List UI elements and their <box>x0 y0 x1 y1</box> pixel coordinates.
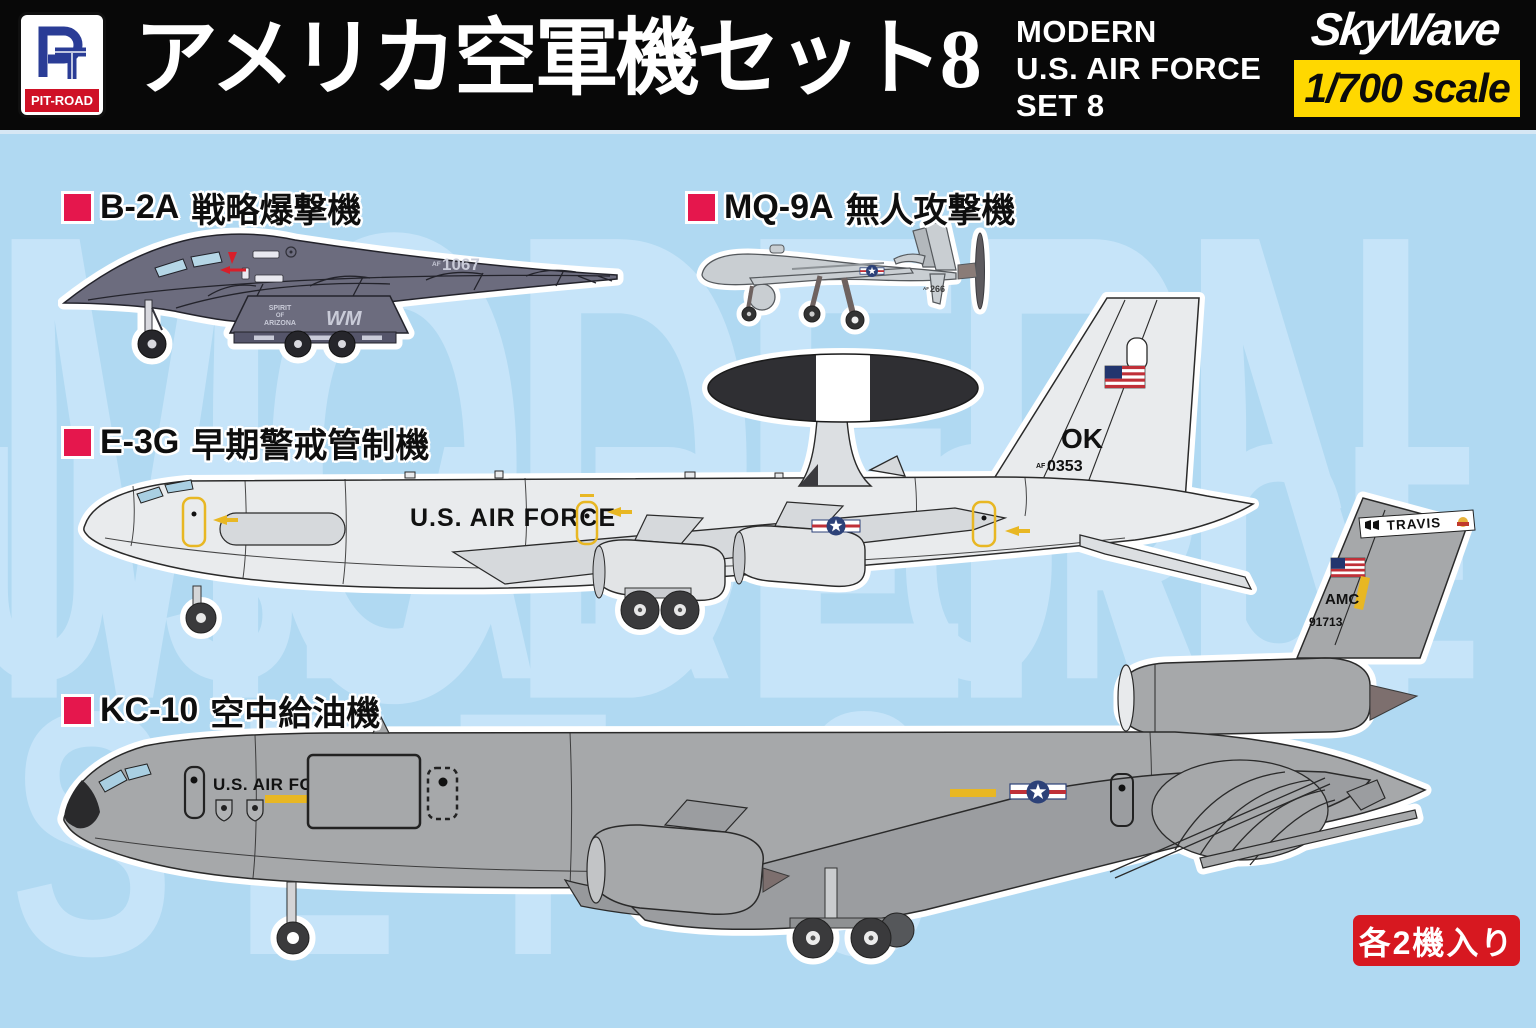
kc10-doors <box>183 753 1134 830</box>
b2a-airframe: AF 1067 SPIRIT OF ARIZONA WM <box>61 233 618 359</box>
label-mq9a-name: 無人攻撃機 <box>845 192 1016 230</box>
kc10-roundel-stripe <box>950 789 996 797</box>
b2a-panel-lines <box>87 269 613 309</box>
e3g-yellow-arrows <box>213 507 1030 536</box>
kc10-tail-banner: TRAVIS <box>1358 509 1476 539</box>
mq9a-landing-gear <box>741 275 865 330</box>
kc10-serial: 91713 <box>1309 615 1343 629</box>
label-mq9a: MQ-9A 無人攻撃機 <box>688 183 1016 232</box>
mq9a-tail-fin <box>924 220 957 271</box>
b2a-nose-art-line1: SPIRIT <box>269 305 292 312</box>
subtitle-line-2: U.S. AIR FORCE <box>1016 51 1262 86</box>
mq9a-ventral-fin <box>929 273 946 305</box>
b2a-gear-door: SPIRIT OF ARIZONA WM <box>228 295 410 344</box>
label-kc10-code: KC-10 <box>100 691 199 729</box>
e3g-tail-fin: OK AF 0353 <box>902 297 1200 503</box>
e3g-airframe: OK AF 0353 <box>83 297 1256 634</box>
kc10-illustration: TRAVIS AMC 91713 <box>57 491 1476 965</box>
mq9a-airframe: AF 266 <box>701 220 985 330</box>
kc10-boom <box>1199 779 1418 869</box>
e3g-serial-prefix: AF <box>1036 463 1046 470</box>
b2a-nose-art-line2: OF <box>276 313 285 319</box>
e3g-overwing-fairing <box>219 512 346 546</box>
mq9a-serial-prefix: AF <box>923 286 929 291</box>
b2a-cockpit-windows <box>154 251 223 278</box>
b2a-red-triangle-marking <box>228 252 237 264</box>
pit-road-wordmark: PIT-ROAD <box>25 89 99 112</box>
e3g-illustration: OK AF 0353 <box>77 292 1259 639</box>
label-kc10-name: 空中給油機 <box>210 695 381 733</box>
e3g-yellow-doors <box>181 494 997 548</box>
red-square-icon <box>688 194 715 221</box>
kc10-wing <box>623 759 1372 931</box>
kc10-landing-gear <box>276 867 915 959</box>
e3g-cockpit-windows <box>136 479 194 504</box>
b2a-serial-prefix: AF <box>432 261 441 268</box>
kc10-command: AMC <box>1325 591 1359 608</box>
page-title: アメリカ空軍機セット8 <box>134 13 982 106</box>
red-square-icon <box>64 194 91 221</box>
label-e3g: E-3G 早期警戒管制機 <box>64 418 429 467</box>
e3g-wing <box>450 507 1008 585</box>
b2a-nose-gear <box>137 299 167 359</box>
b2a-serial: 1067 <box>442 255 480 274</box>
label-mq9a-code: MQ-9A <box>724 188 834 226</box>
kc10-top-antenna <box>372 715 390 734</box>
red-square-icon <box>64 697 91 724</box>
kc10-airframe: TRAVIS AMC 91713 <box>63 497 1476 959</box>
pit-road-logo: PIT-ROAD <box>18 12 106 118</box>
contents-badge: 各2機入り <box>1353 915 1520 966</box>
label-b2a: B-2A 戦略爆撃機 <box>64 183 361 232</box>
b2a-nose-art-line3: ARIZONA <box>264 320 296 327</box>
e3g-engine-pods <box>592 501 866 602</box>
e3g-tail-code: OK <box>1061 423 1103 454</box>
subtitle-line-3: SET 8 <box>1016 88 1105 123</box>
kc10-nose-tip <box>64 780 100 829</box>
mq9a-engine-intake <box>893 253 926 265</box>
e3g-roundel <box>811 516 861 536</box>
label-b2a-name: 戦略爆撃機 <box>191 192 362 230</box>
label-e3g-code: E-3G <box>100 423 180 461</box>
kc10-tail-fin: TRAVIS AMC 91713 <box>1295 497 1476 659</box>
red-square-icon <box>64 429 91 456</box>
scale-badge: 1/700 scale <box>1294 60 1520 117</box>
b2a-red-arrow-marking <box>220 266 246 274</box>
header-subtitle: MODERN U.S. AIR FORCE SET 8 <box>1016 13 1261 124</box>
label-b2a-code: B-2A <box>100 188 180 226</box>
mq9a-spinner <box>957 262 978 280</box>
b2a-emblem <box>285 246 297 258</box>
skywave-logo: SkyWave <box>1308 3 1502 55</box>
kc10-roundel <box>1009 780 1067 804</box>
kc10-nose-emblems <box>215 799 264 822</box>
e3g-fuselage-text: U.S. AIR FORCE <box>410 504 616 532</box>
pit-road-monogram <box>38 26 86 79</box>
mq9a-illustration: AF 266 <box>696 215 990 335</box>
b2a-main-gear-wheels <box>284 330 356 358</box>
b2a-illustration: AF 1067 SPIRIT OF ARIZONA WM <box>58 227 624 365</box>
label-e3g-name: 早期警戒管制機 <box>191 427 430 465</box>
e3g-rotodome <box>707 353 979 487</box>
e3g-top-antennas <box>404 470 784 479</box>
mq9a-roundel <box>859 265 885 277</box>
us-flag <box>1330 557 1366 578</box>
kc10-cockpit-windows <box>98 763 152 793</box>
kc10-wing-engine <box>586 799 791 916</box>
kc10-tail-banner-text: TRAVIS <box>1386 515 1441 533</box>
header-bar: PIT-ROAD アメリカ空軍機セット8 MODERN U.S. AIR FOR… <box>0 0 1536 134</box>
e3g-serial: 0353 <box>1047 458 1083 475</box>
mq9a-antenna <box>769 244 785 254</box>
e3g-landing-gear <box>185 585 700 634</box>
us-flag <box>1104 365 1146 389</box>
e3g-stabilizer <box>1079 534 1253 590</box>
label-kc10: KC-10 空中給油機 <box>64 686 380 735</box>
kc10-tail-engine <box>1117 657 1419 736</box>
kc10-yellow-stripe <box>1354 576 1370 610</box>
mq9a-serial: 266 <box>930 284 945 294</box>
subtitle-line-1: MODERN <box>1016 14 1157 49</box>
e3g-far-stabilizer <box>867 455 907 477</box>
b2a-tail-code: WM <box>326 308 363 330</box>
kc10-yellow-cheatline <box>265 795 315 803</box>
